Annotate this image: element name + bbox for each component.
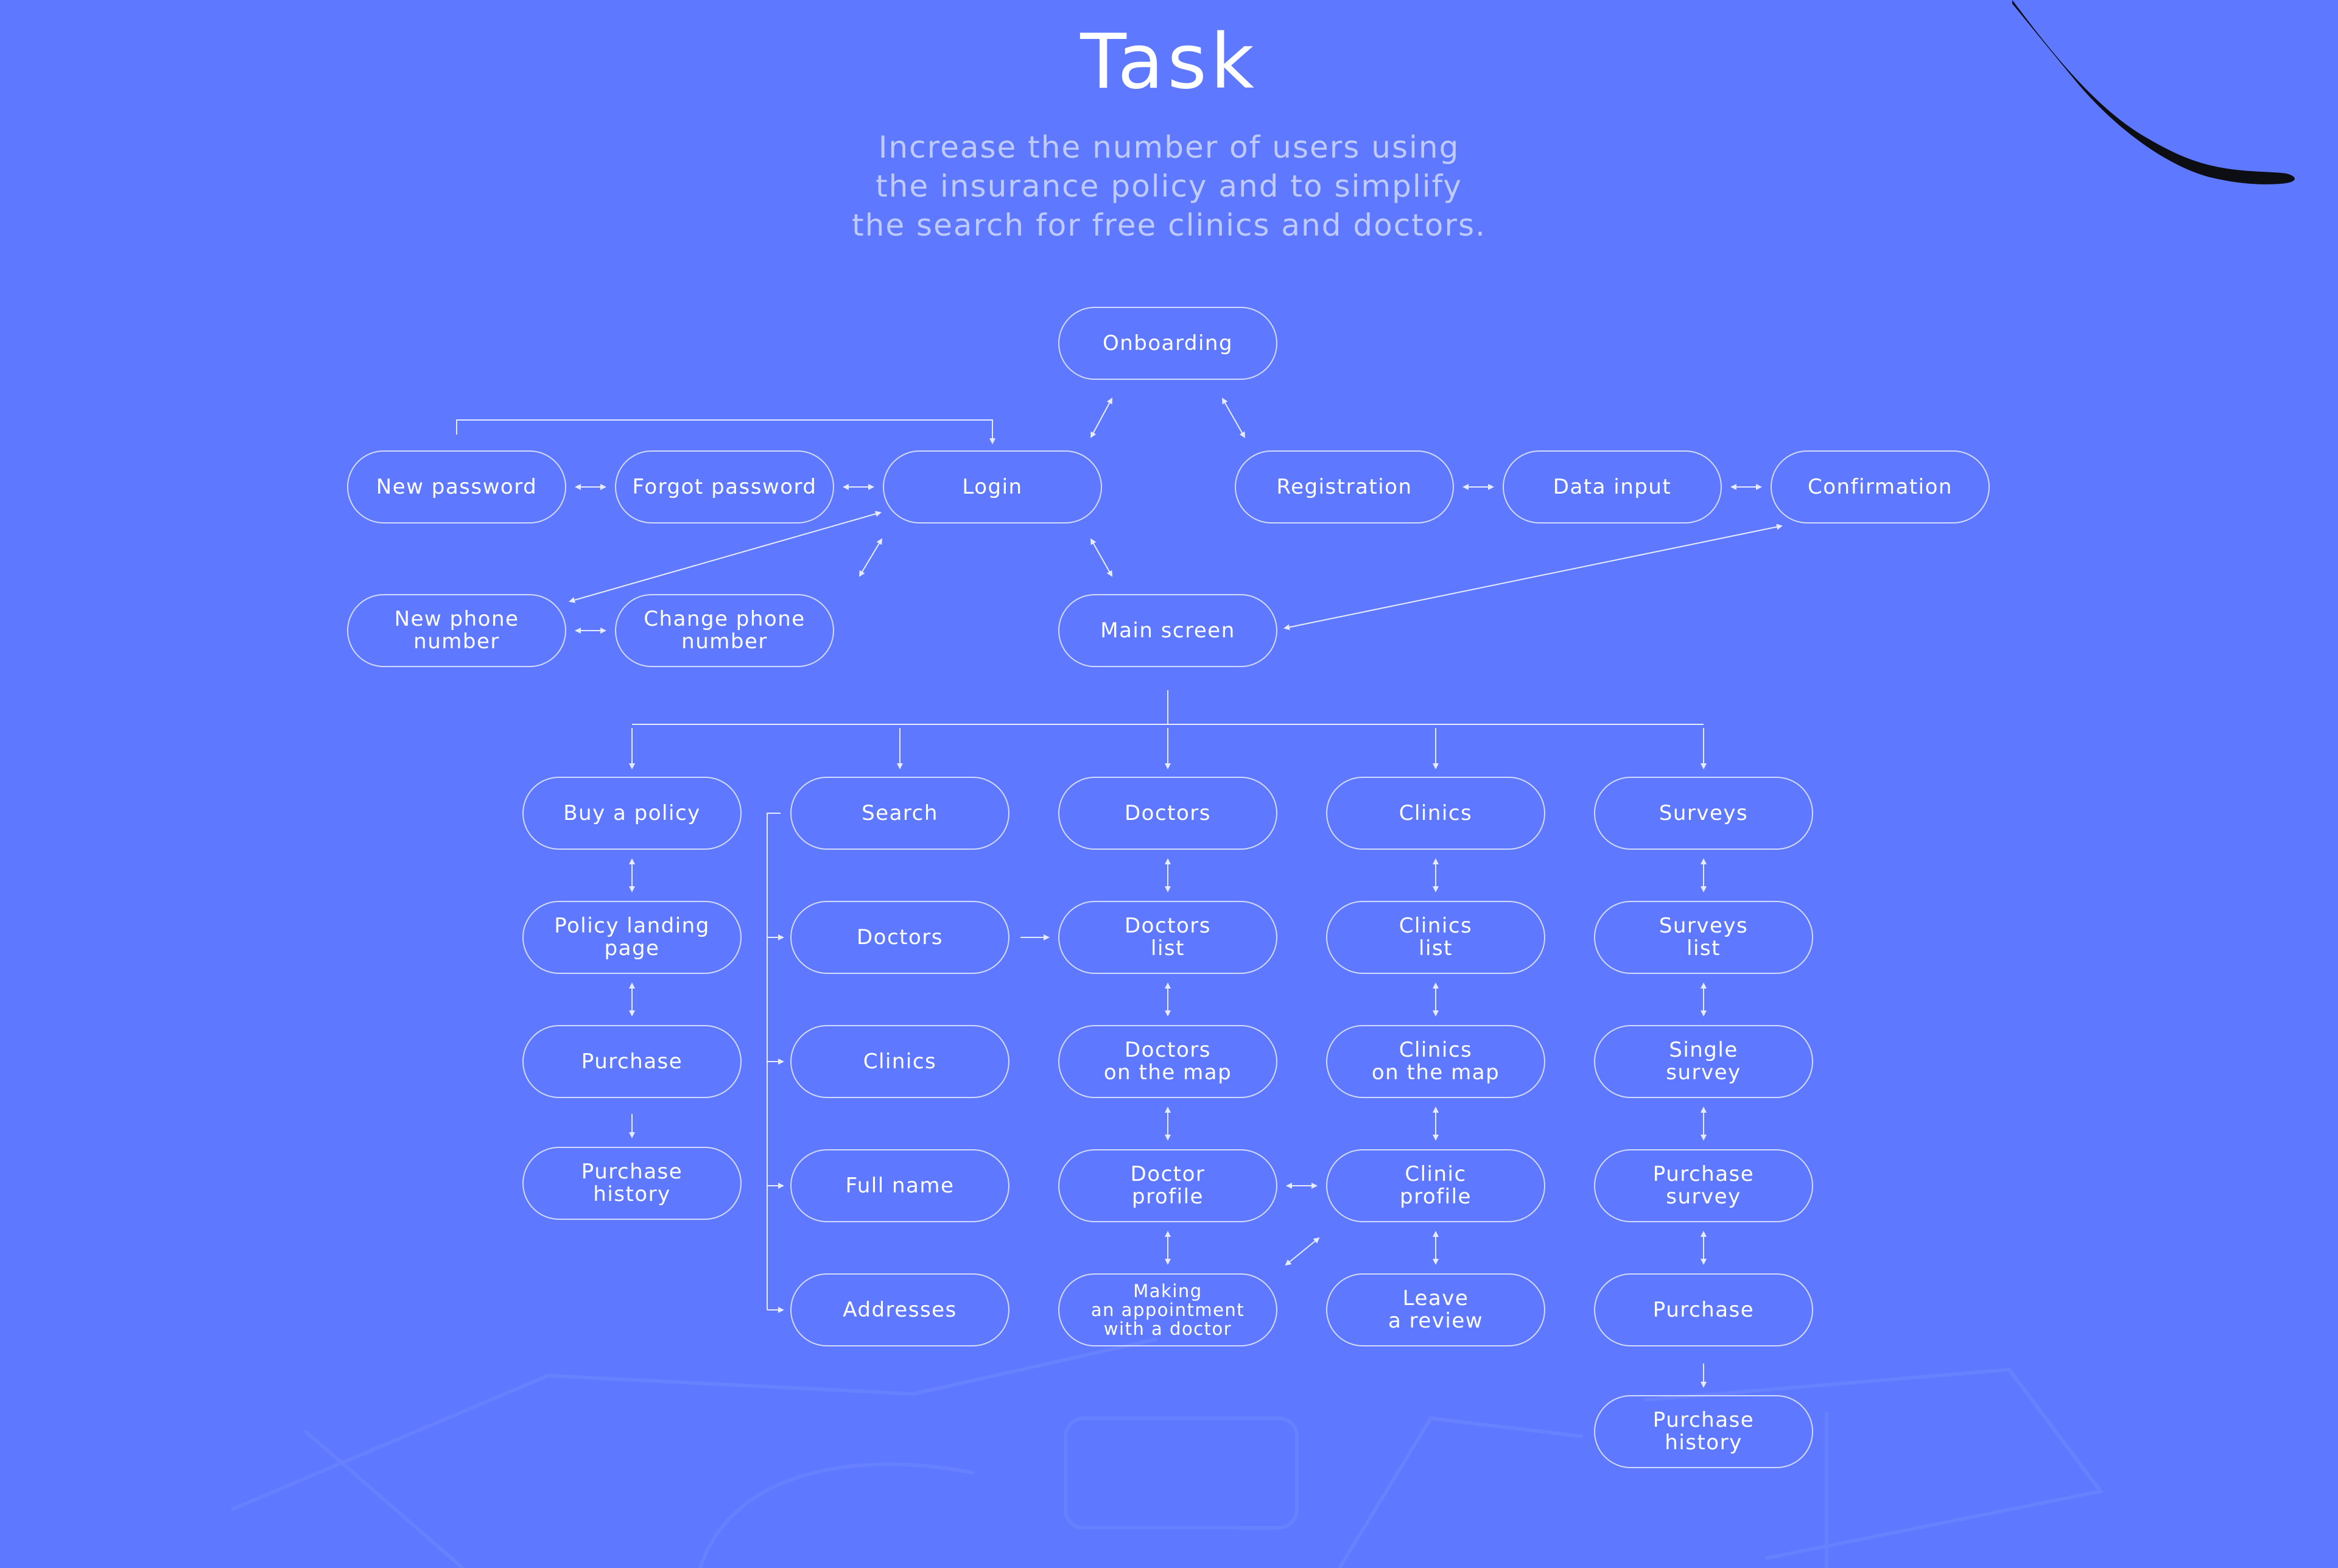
- making-an-appointment-node[interactable]: Making an appointment with a doctor: [1058, 1273, 1277, 1346]
- subtitle-line: the search for free clinics and doctors.: [852, 208, 1486, 243]
- doctors-on-the-map-node[interactable]: Doctors on the map: [1058, 1025, 1277, 1098]
- subtitle-line: the insurance policy and to simplify: [876, 169, 1462, 204]
- forgot-password-node[interactable]: Forgot password: [615, 450, 834, 523]
- search-clinics-node[interactable]: Clinics: [790, 1025, 1009, 1098]
- surveys-purchase-node[interactable]: Purchase: [1594, 1273, 1813, 1346]
- bidirectional-arrow: [1222, 397, 1245, 438]
- single-survey-node[interactable]: Single survey: [1594, 1025, 1813, 1098]
- policy-landing-page-node[interactable]: Policy landing page: [522, 901, 742, 974]
- page-title: Task: [1080, 18, 1258, 106]
- forgot-password-to-login-link: [456, 419, 995, 444]
- confirmation-node[interactable]: Confirmation: [1771, 450, 1990, 523]
- clinic-profile-node[interactable]: Clinic profile: [1326, 1149, 1545, 1222]
- doctor-profile-node[interactable]: Doctor profile: [1058, 1149, 1277, 1222]
- purchase-survey-node[interactable]: Purchase survey: [1594, 1149, 1813, 1222]
- page-subtitle: Increase the number of users using the i…: [804, 128, 1534, 245]
- onboarding-node[interactable]: Onboarding: [1058, 307, 1277, 380]
- main-screen-node[interactable]: Main screen: [1058, 594, 1277, 667]
- purchase-history-node[interactable]: Purchase history: [522, 1147, 742, 1220]
- bidirectional-arrow: [1285, 1237, 1320, 1266]
- search-full-name-node[interactable]: Full name: [790, 1149, 1009, 1222]
- subtitle-line: Increase the number of users using: [878, 130, 1460, 165]
- doctors-node[interactable]: Doctors: [1058, 777, 1277, 850]
- pen-stroke-decoration: [2012, 0, 2295, 184]
- purchase-node[interactable]: Purchase: [522, 1025, 742, 1098]
- new-password-node[interactable]: New password: [347, 450, 566, 523]
- surveys-list-node[interactable]: Surveys list: [1594, 901, 1813, 974]
- surveys-purchase-history-node[interactable]: Purchase history: [1594, 1395, 1813, 1468]
- clinics-node[interactable]: Clinics: [1326, 777, 1545, 850]
- data-input-node[interactable]: Data input: [1503, 450, 1722, 523]
- search-addresses-node[interactable]: Addresses: [790, 1273, 1009, 1346]
- login-node[interactable]: Login: [883, 450, 1102, 523]
- search-bracket: [767, 813, 781, 1310]
- clinics-list-node[interactable]: Clinics list: [1326, 901, 1545, 974]
- bidirectional-arrow: [1090, 397, 1112, 438]
- search-node[interactable]: Search: [790, 777, 1009, 850]
- bidirectional-arrow: [1090, 538, 1112, 577]
- bidirectional-arrow: [858, 538, 883, 577]
- search-doctors-node[interactable]: Doctors: [790, 901, 1009, 974]
- registration-node[interactable]: Registration: [1235, 450, 1454, 523]
- new-phone-number-node[interactable]: New phone number: [347, 594, 566, 667]
- bidirectional-arrow: [569, 511, 882, 603]
- surveys-node[interactable]: Surveys: [1594, 777, 1813, 850]
- bidirectional-arrow: [1283, 523, 1783, 631]
- change-phone-number-node[interactable]: Change phone number: [615, 594, 834, 667]
- clinics-on-the-map-node[interactable]: Clinics on the map: [1326, 1025, 1545, 1098]
- doctors-list-node[interactable]: Doctors list: [1058, 901, 1277, 974]
- buy-a-policy-node[interactable]: Buy a policy: [522, 777, 742, 850]
- leave-a-review-node[interactable]: Leave a review: [1326, 1273, 1545, 1346]
